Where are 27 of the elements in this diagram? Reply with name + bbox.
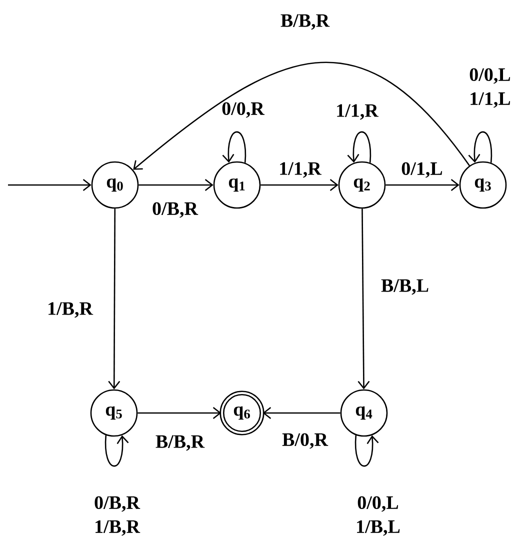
edge-label: 0/0,L 1/1,L [470, 68, 510, 108]
transition-arrow [260, 178, 338, 192]
start-arrow [8, 178, 92, 192]
edge-label: 1/B,R [48, 302, 94, 318]
edge-label: B/B,R [280, 14, 330, 30]
self-loop-arrow [347, 131, 372, 163]
edge-label: 0/1,L [402, 162, 442, 178]
edge-label: 0/0,R [222, 102, 265, 118]
edge-label: 1/1,R [337, 104, 379, 120]
transition-arrow [138, 406, 222, 420]
edge-label: B/B,L [381, 279, 428, 295]
transition-arrow [133, 62, 470, 170]
transition-arrow [386, 178, 460, 192]
transition-arrow [138, 178, 214, 192]
transition-arrow [262, 406, 340, 420]
edge-label: 1/1,R [280, 162, 322, 178]
self-loop-arrow [354, 435, 379, 467]
self-loop-arrow [468, 131, 492, 163]
edge-label: 0/B,R [152, 202, 198, 218]
self-loop-arrow [222, 131, 246, 163]
edge-label: 0/B,R 1/B,R [94, 496, 140, 536]
edge-label: 0/0,L 1/B,L [357, 496, 400, 536]
transition-arrow [108, 208, 120, 390]
edge-label: B/B,R [156, 435, 205, 451]
transition-arrow [358, 208, 370, 390]
self-loop-arrow [104, 435, 129, 467]
edge-label: B/0,R [282, 433, 328, 449]
